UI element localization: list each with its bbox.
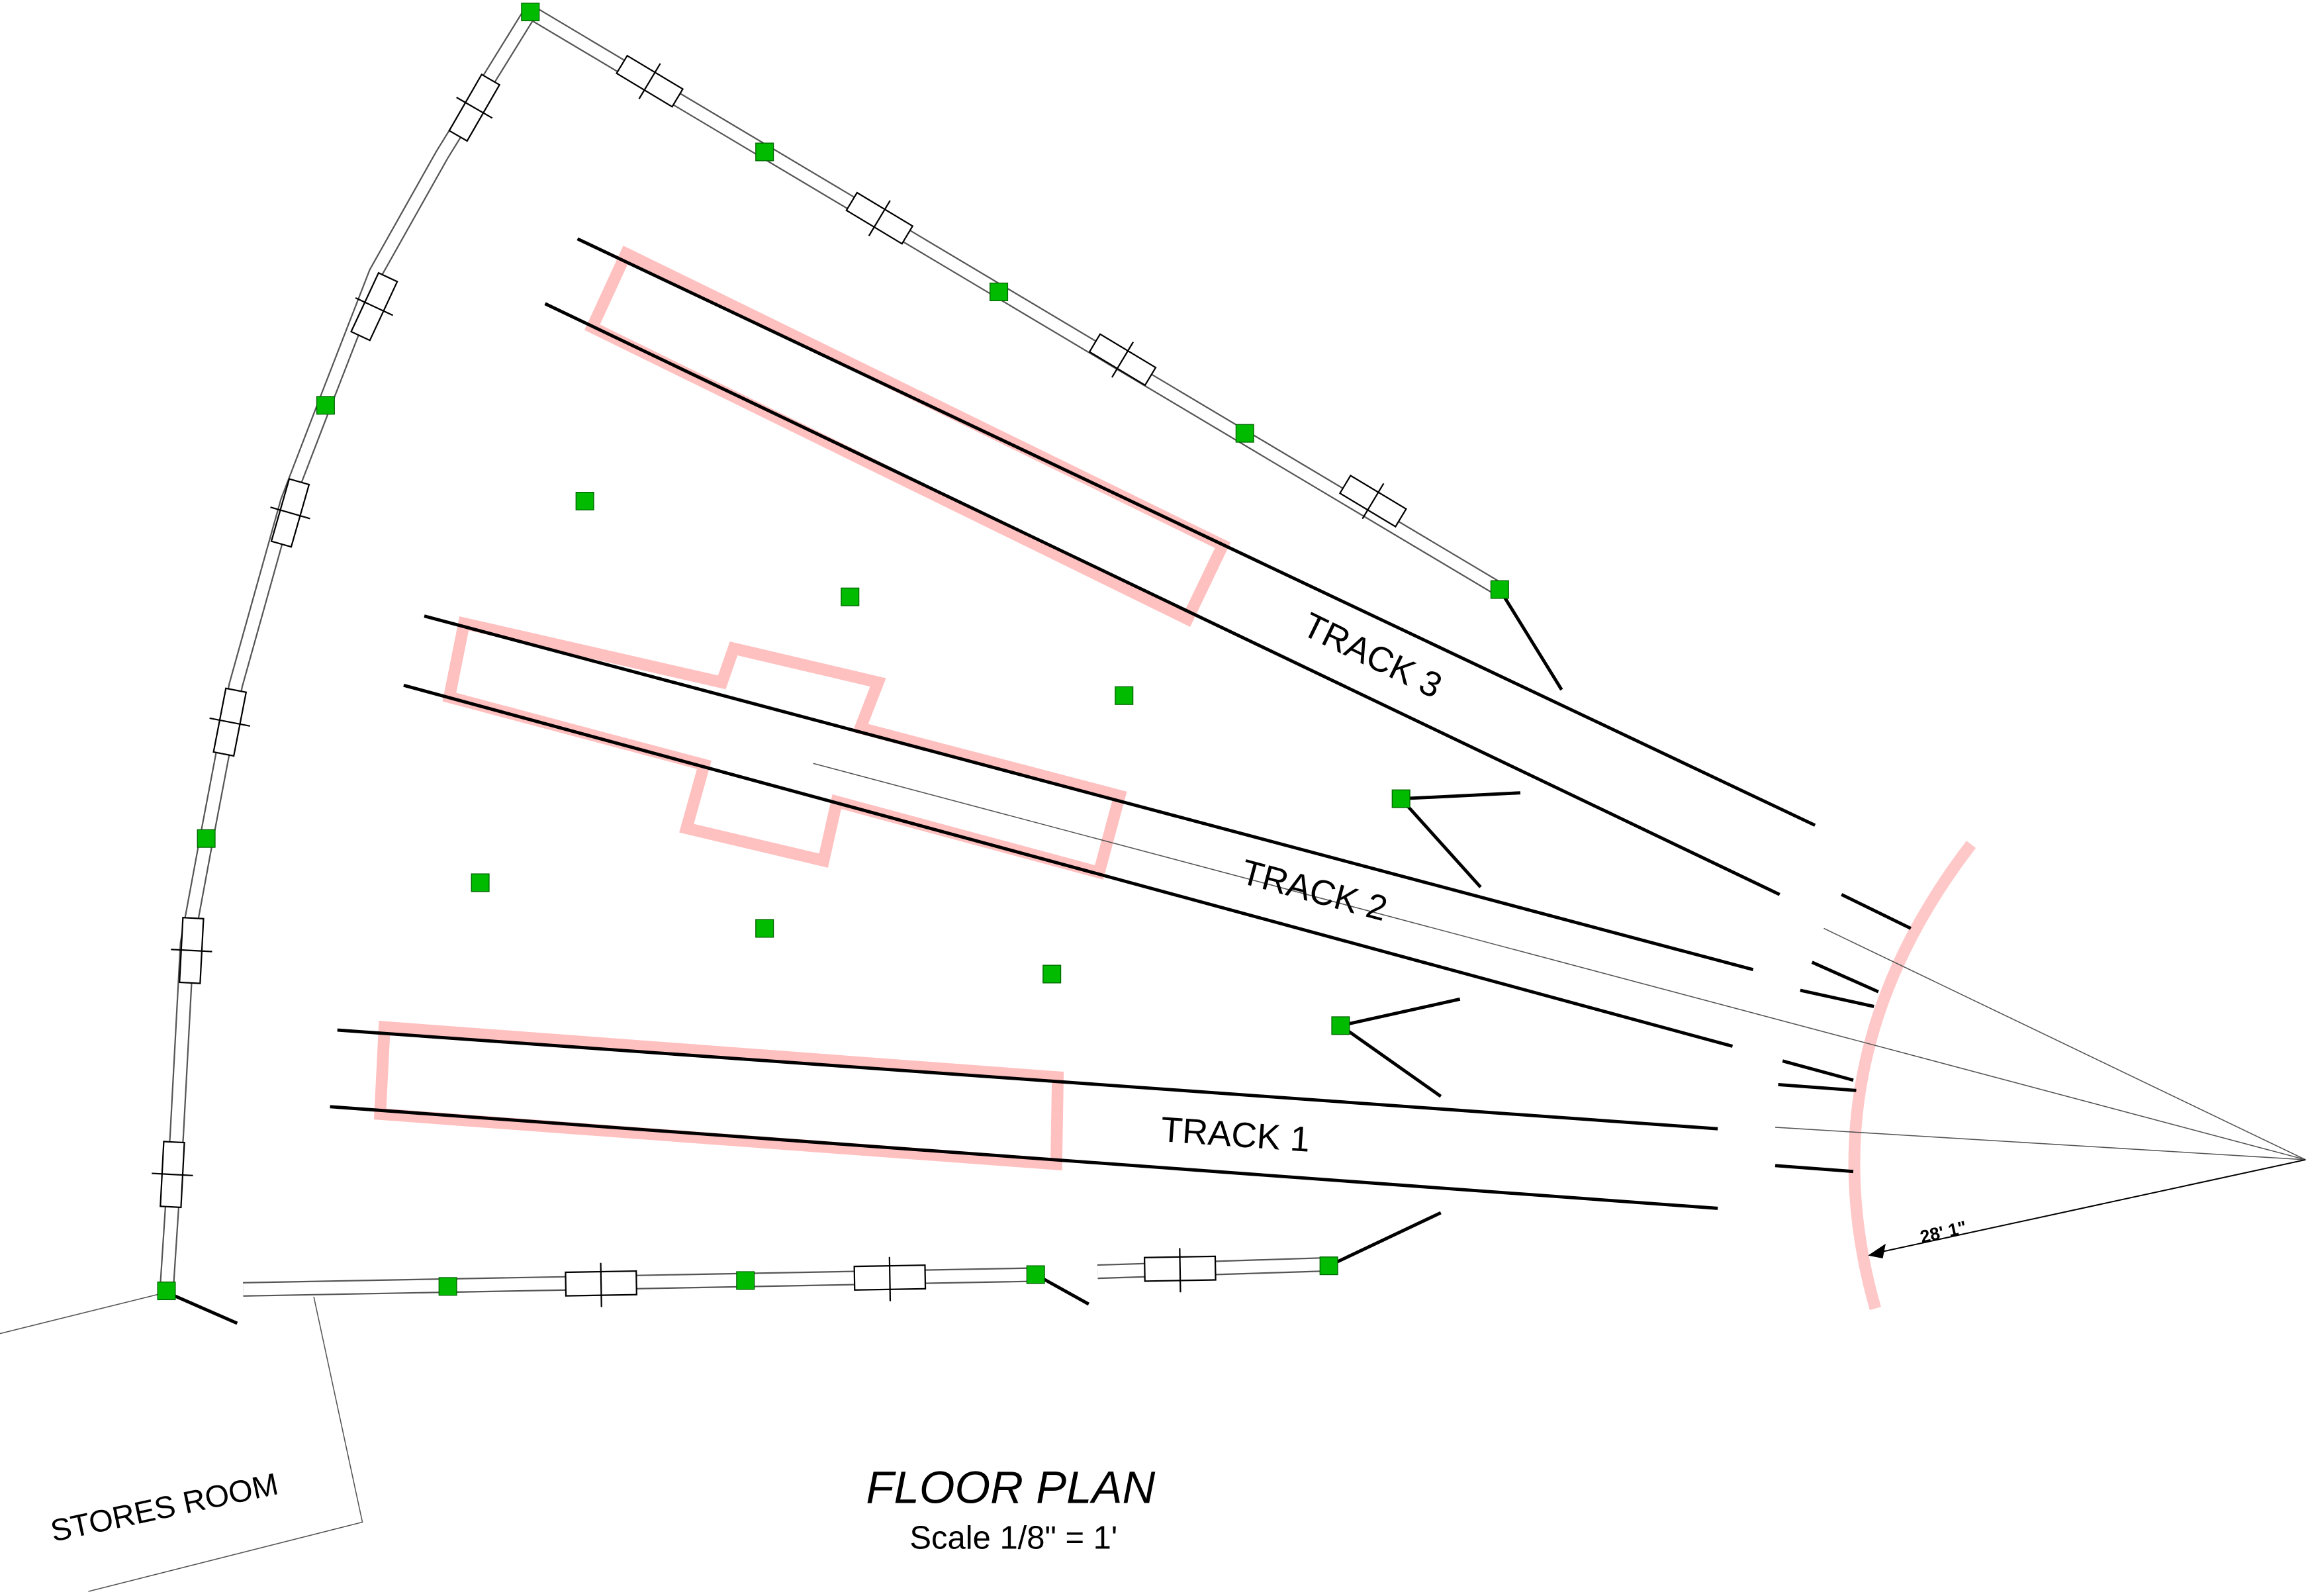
column (755, 142, 774, 162)
column (316, 396, 335, 415)
column (521, 3, 540, 22)
window (448, 73, 501, 142)
track-1-rail (337, 1028, 1718, 1131)
column (471, 873, 490, 892)
drawing-title: FLOOR PLAN (866, 1462, 1155, 1513)
track-1-rail (330, 1105, 1718, 1210)
stores-room-label: STORES ROOM (48, 1466, 281, 1548)
turntable-rail-stub (1811, 961, 1879, 994)
turntable-arc (1848, 841, 1976, 1311)
window (152, 1141, 193, 1209)
pit-track-1 (373, 1021, 1064, 1171)
window (1088, 333, 1157, 387)
column (1319, 1256, 1338, 1276)
window (565, 1262, 637, 1307)
window (1143, 1248, 1217, 1293)
door-swing (1498, 588, 1563, 691)
turntable-rail-stub (1841, 893, 1912, 930)
inspection-pits (373, 246, 1976, 1311)
turntable-rail-stub (1782, 1059, 1854, 1082)
column (1026, 1265, 1045, 1284)
door-swing (1401, 791, 1521, 801)
window (209, 687, 251, 757)
construction-lines (813, 763, 2306, 1259)
turntable-rail-stub (1800, 988, 1874, 1008)
column (438, 1277, 457, 1296)
column (1235, 424, 1254, 443)
stores-room-outline (0, 1291, 363, 1592)
dimension-line (1878, 1158, 2306, 1254)
window (270, 478, 310, 548)
door-swing (1399, 797, 1482, 888)
column (1115, 686, 1134, 705)
track-3-rail (577, 237, 1816, 827)
track-1-label: TRACK 1 (1160, 1110, 1311, 1160)
window (616, 54, 684, 108)
window (350, 271, 398, 342)
pit-track-3 (584, 246, 1231, 628)
door-swing (165, 1291, 238, 1325)
column (197, 829, 216, 848)
window (845, 191, 914, 245)
column (841, 587, 860, 606)
track-2-rail (403, 683, 1733, 1048)
door-swing (1328, 1211, 1442, 1268)
column (157, 1281, 176, 1301)
column (1391, 789, 1410, 808)
doors (165, 588, 1563, 1325)
column (1490, 580, 1509, 599)
door-swing (1340, 997, 1461, 1027)
columns (157, 3, 1509, 1301)
column (575, 491, 594, 511)
turntable-rail-stub (1775, 1164, 1854, 1174)
dimension-arrow-icon (1868, 1243, 1886, 1259)
window (853, 1256, 927, 1301)
tracks (330, 237, 1912, 1210)
windows (152, 54, 1407, 1307)
track-3-rail (544, 302, 1780, 896)
column (1042, 964, 1062, 984)
column (736, 1271, 755, 1290)
dimension-label: 28' 1" (1918, 1217, 1968, 1247)
turntable-rail-stub (1778, 1082, 1857, 1092)
window (171, 916, 212, 984)
door-swing (1340, 1024, 1442, 1098)
column (755, 919, 774, 938)
pit-track-2 (442, 616, 1127, 880)
track-3-label: TRACK 3 (1297, 606, 1448, 706)
track-2-rail (424, 614, 1754, 972)
drawing-scale: Scale 1/8" = 1' (909, 1521, 1117, 1556)
column (990, 282, 1009, 301)
window (1338, 474, 1407, 528)
column (1331, 1016, 1350, 1035)
